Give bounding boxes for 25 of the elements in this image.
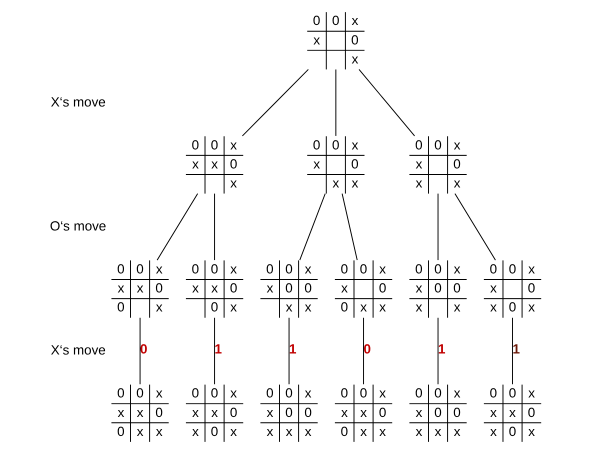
node-text: 0 0 x x x 0 x: [192, 137, 238, 191]
node-text: 0 0 x x 0 0 x x x: [415, 386, 461, 439]
node-text: 0 0 x x x 0 x 0 x: [192, 386, 238, 439]
node-text: 0 0 x x x 0 0 x: [192, 262, 238, 315]
edge-label: 0: [364, 342, 371, 357]
node-text: 0 0 x x 0 0 x x: [415, 262, 461, 315]
edge-label: 0: [140, 342, 148, 357]
node-text: 0 0 x x x 0 0 x x: [117, 386, 163, 439]
edge-label: 1: [512, 342, 520, 357]
node-text: 0 0 x x 0 x x: [415, 137, 461, 191]
edge-label: 1: [438, 342, 446, 357]
node-text: 0 0 x x 0 x 0 x: [490, 262, 536, 315]
label: X‘s move: [50, 94, 106, 110]
label: O‘s move: [50, 218, 106, 234]
node-text: 0 0 x x x 0 0 x: [117, 262, 163, 315]
edge-label: 1: [289, 342, 296, 357]
node-text: 0 0 x x 0 0 x x: [340, 262, 386, 315]
node-text: 0 0 x x 0 0 x x x: [266, 386, 312, 439]
node-text: 0 0 x x x 0 0 x x: [340, 386, 386, 439]
edge-label: 1: [214, 342, 222, 357]
node-text: 0 0 x x 0 0 x x: [266, 262, 312, 315]
label: X‘s move: [50, 342, 106, 358]
node-text: 0 0 x x x 0 x 0 x: [490, 386, 536, 439]
node-text: 0 0 x x 0 x x: [312, 137, 359, 191]
node-text: 0 0 x x 0 x: [312, 13, 359, 66]
